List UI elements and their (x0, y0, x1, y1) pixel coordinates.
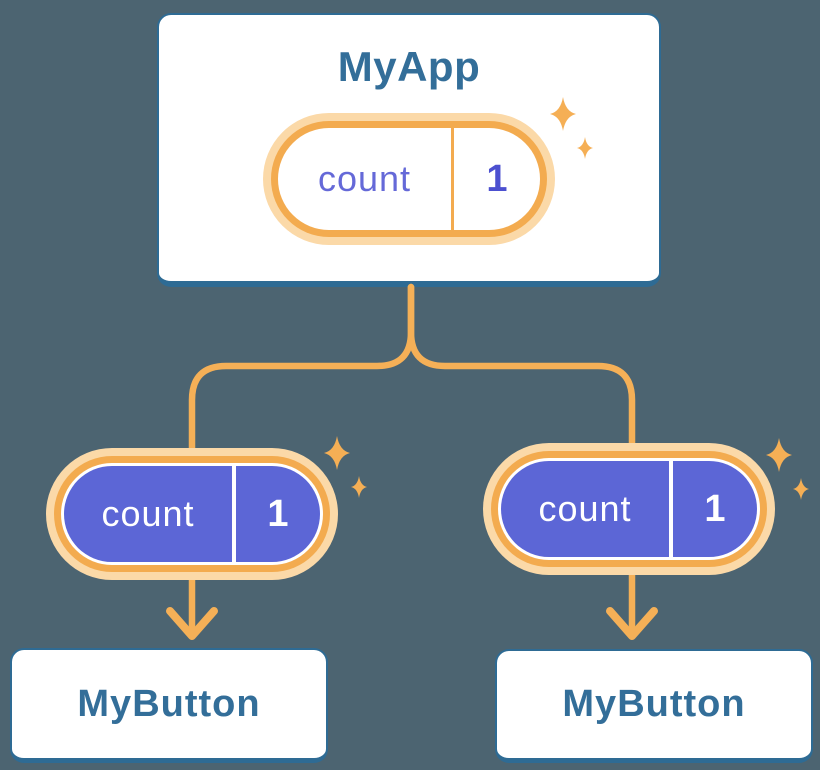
node-mybutton-right: MyButton (495, 649, 813, 763)
state-value: 1 (486, 157, 508, 200)
pill-divider (451, 128, 454, 230)
pill-core: count 1 (278, 128, 540, 230)
state-value: 1 (673, 461, 757, 557)
pill-ring: count 1 (54, 456, 330, 572)
sparkle-icon (550, 97, 593, 159)
state-pill-child-left: count 1 (46, 448, 338, 580)
sparkle-icon (324, 436, 367, 498)
state-value: 1 (236, 466, 320, 562)
state-key-label: count (501, 461, 669, 557)
state-pill-child-right: count 1 (483, 443, 775, 575)
arrow-down-icon (606, 607, 658, 640)
pill-divider (669, 461, 673, 557)
arrow-down-icon (166, 607, 218, 640)
state-pill-root: count 1 (263, 113, 555, 245)
node-mybutton-right-title: MyButton (562, 683, 746, 725)
node-myapp-title: MyApp (337, 43, 481, 90)
state-key-label: count (64, 466, 232, 562)
pill-ring: count 1 (491, 451, 767, 567)
node-mybutton-left: MyButton (10, 648, 328, 763)
node-mybutton-left-title: MyButton (77, 682, 261, 725)
pill-ring: count 1 (271, 121, 547, 237)
pill-divider (232, 466, 236, 562)
sparkle-icon (766, 438, 809, 500)
state-key-label: count (317, 158, 412, 199)
pill-core: count 1 (61, 463, 323, 565)
pill-core: count 1 (498, 458, 760, 560)
